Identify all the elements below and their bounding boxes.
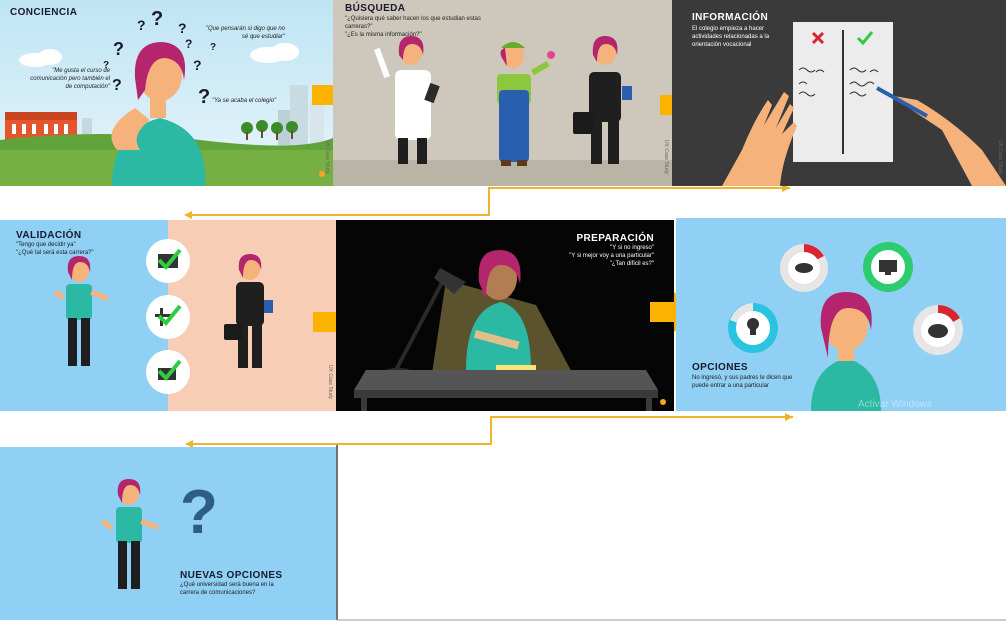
busqueda-line1: "¿Quisiera qué saber hacen los que estud… (345, 16, 481, 30)
svg-text:?: ? (103, 60, 109, 71)
svg-text:?: ? (113, 39, 124, 59)
preparacion-line2: "Y si mejor voy a una particular" (569, 253, 654, 259)
busqueda-side-label: UX Case Study (663, 140, 669, 175)
panel-informacion: INFORMACIÓN El colegio empieza a hacer a… (672, 0, 1006, 186)
activate-windows-watermark: Activar Windows (858, 399, 932, 410)
piggybank-icon (913, 304, 963, 355)
conciencia-illustration: ? ? ? ? ? ? ? ? ? ? (0, 0, 333, 186)
busqueda-title: BÚSQUEDA (345, 3, 406, 14)
validacion-line2: "¿Qué tal será esta carrera?" (16, 250, 94, 256)
busqueda-line2: "¿Es la misma información?" (345, 32, 422, 38)
conciencia-side-label: UX Case Study (324, 140, 330, 175)
conciencia-quote-left: "Me gusta el curso de comunicación pero … (30, 68, 110, 90)
panel-conciencia: ? ? ? ? ? ? ? ? ? ? CONCIENCIA "Que pens… (0, 0, 333, 186)
validacion-illustration (0, 220, 336, 411)
busqueda-illustration (333, 0, 672, 186)
svg-text:?: ? (185, 37, 192, 51)
svg-text:?: ? (151, 8, 163, 30)
panel-opciones: OPCIONES No ingresó, y sus padres le dic… (676, 218, 1006, 411)
svg-text:?: ? (178, 20, 187, 36)
connector-row1-row2 (187, 187, 790, 216)
question-mark-icon: ? (180, 478, 218, 547)
preparacion-line3: "¿Tan difícil es?" (609, 261, 654, 267)
connector-arrowhead-2 (184, 211, 192, 219)
svg-text:?: ? (137, 17, 146, 33)
informacion-title: INFORMACIÓN (692, 12, 769, 23)
validacion-line1: "Tengo que decidir ya" (16, 242, 76, 248)
opciones-illustration (676, 218, 1006, 411)
preparacion-title: PREPARACIÓN (576, 233, 654, 244)
nuevas-opciones-illustration: ? (0, 447, 336, 620)
preparacion-line1: "Y si no ingreso" (610, 245, 654, 251)
panel-preparacion: PREPARACIÓN "Y si no ingreso" "Y si mejo… (336, 220, 674, 411)
conciencia-quote-right: "Que pensarán si digo que no sé que estu… (205, 26, 285, 40)
preparacion-illustration (336, 220, 674, 411)
conciencia-title: CONCIENCIA (10, 7, 78, 18)
connector-row2-row3 (188, 416, 793, 445)
informacion-desc: El colegio empieza a hacer actividades r… (692, 26, 770, 48)
informacion-illustration (672, 0, 1006, 186)
svg-text:?: ? (193, 57, 202, 73)
panel-validacion: VALIDACIÓN "Tengo que decidir ya" "¿Qué … (0, 220, 336, 411)
validacion-side-label: UX Case Study (327, 365, 333, 400)
computer-icon (863, 242, 913, 292)
nuevas-opciones-desc: ¿Qué universidad será buena en la carrer… (180, 582, 274, 596)
conciencia-quote-bottom: "Ya se acaba el colegio" (212, 98, 277, 104)
validacion-title: VALIDACIÓN (16, 230, 82, 241)
connector-arrowhead-3 (785, 413, 793, 421)
panel-busqueda: BÚSQUEDA "¿Quisiera qué saber hacen los … (333, 0, 672, 186)
opciones-desc: No ingresó, y sus padres le dicen que pu… (692, 375, 793, 389)
svg-text:?: ? (210, 42, 216, 53)
nuevas-opciones-title: NUEVAS OPCIONES (180, 570, 283, 581)
panel-nuevas-opciones: ? NUEVAS OPCIONES ¿Qué universidad será … (0, 447, 336, 620)
svg-text:?: ? (198, 86, 210, 108)
lightbulb-icon (728, 303, 778, 353)
svg-text:?: ? (112, 77, 122, 94)
opciones-title: OPCIONES (692, 362, 748, 373)
informacion-side-label: UX Case Study (997, 140, 1003, 175)
mouth-icon (780, 244, 828, 292)
